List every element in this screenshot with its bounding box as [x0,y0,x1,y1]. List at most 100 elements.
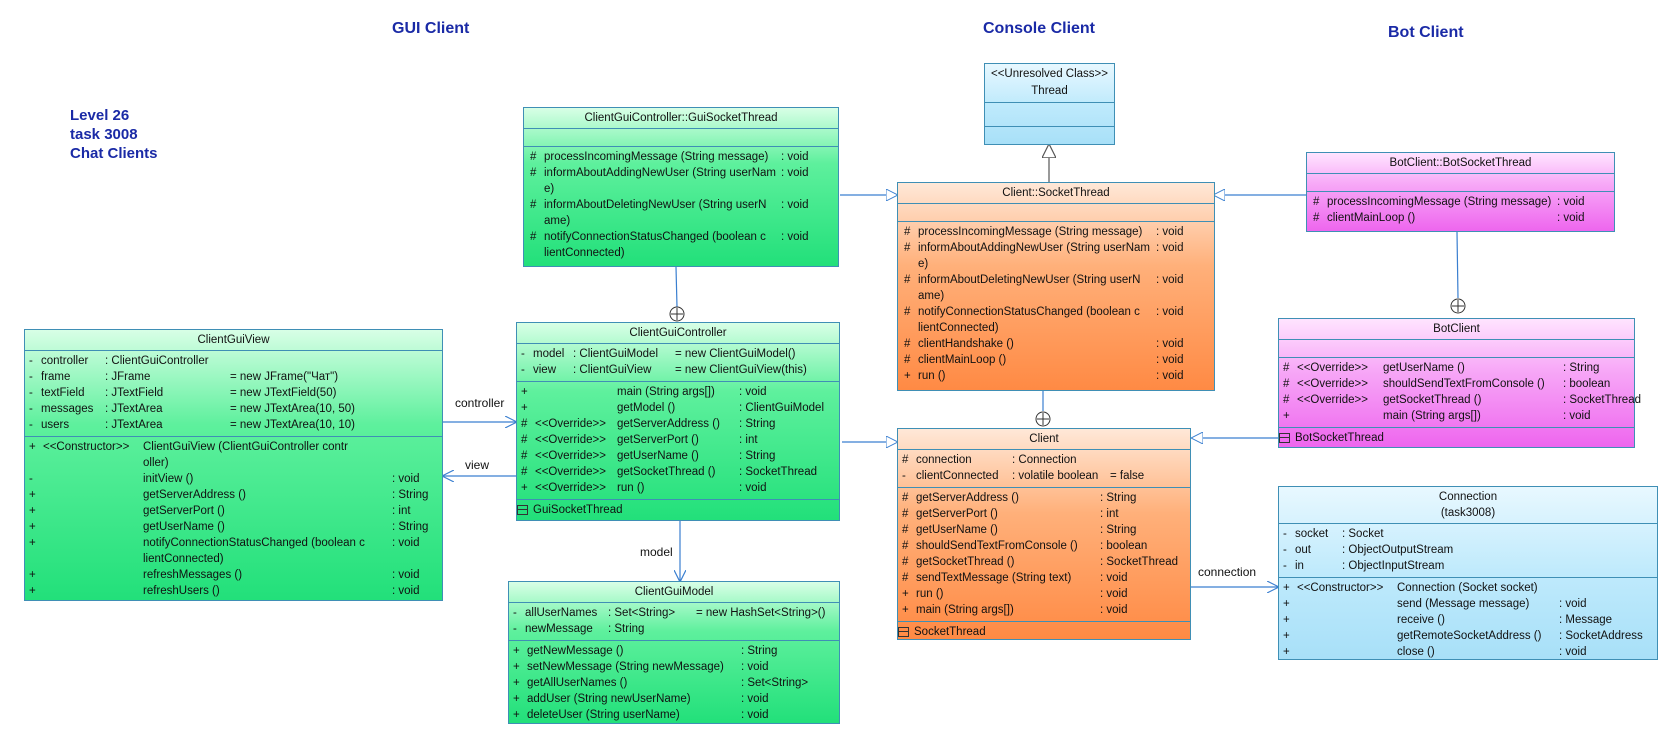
member-init: = new JTextField(50) [230,387,337,399]
member-st: <<Constructor>> [1297,582,1384,594]
member-row: #<<Override>>getServerAddress (): String [517,416,839,432]
member-row: +getServerPort (): int [25,503,442,519]
member-sig: initView () [143,473,194,485]
member-row: #<<Override>>getSocketThread (): SocketT… [517,464,839,480]
member-sig: informAboutDeletingNewUser (String userN… [544,199,767,227]
member-sig: setNewMessage (String newMessage) [527,661,724,673]
nested-class-name: SocketThread [914,626,986,638]
member-row: +getNewMessage (): String [509,643,839,659]
member-vis: + [513,645,520,657]
class-ops: +<<Constructor>>ClientGuiView (ClientGui… [25,437,442,602]
member-name: out [1295,544,1311,556]
class-ops: +main (String args[]): void+getModel ():… [517,382,839,500]
member-type: : JTextField [105,387,164,399]
member-ret: : SocketThread [739,466,817,478]
member-sig: getServerAddress () [916,492,1019,504]
nested-class-icon [898,627,909,637]
member-type: : ObjectInputStream [1342,560,1445,572]
member-row: #<<Override>>shouldSendTextFromConsole (… [1279,376,1634,392]
member-vis: + [1283,582,1290,594]
member-sig: informAboutAddingNewUser (String userNam… [544,167,777,195]
level-line: Level 26 [70,107,130,124]
member-sig: send (Message message) [1397,598,1530,610]
client-gui-controller-class[interactable]: ClientGuiController -model: ClientGuiMod… [516,322,840,521]
member-row: #<<Override>>getUserName (): String [1279,360,1634,376]
member-row: #getServerPort (): int [898,506,1190,522]
client-gui-view-class[interactable]: ClientGuiView -controller: ClientGuiCont… [24,329,443,601]
class-ops: # getServerAddress () : String #getServerPo… [898,488,1190,622]
member-ret: : boolean [1100,540,1148,552]
member-row: #<<Override>>getSocketThread (): SocketT… [1279,392,1641,408]
gui-socket-thread-class[interactable]: ClientGuiController::GuiSocketThread #pr… [523,107,839,267]
member-sig: clientHandshake () [918,338,1014,350]
class-ops: +getNewMessage (): String+ setNewMessage … [509,641,839,726]
member-row: -clientConnected: volatile boolean= fals… [898,468,1190,484]
member-ret: : String [1100,524,1137,536]
member-row: -allUserNames: Set<String>= new HashSet<… [509,605,839,621]
member-row: -socket: Socket [1279,526,1657,542]
member-vis: - [513,607,517,619]
member-row: #clientMainLoop (): void [1307,210,1614,226]
member-vis: # [902,572,909,584]
member-sig: notifyConnectionStatusChanged (boolean c… [918,306,1140,334]
member-ret: : void [781,167,809,179]
member-vis: - [1283,528,1287,540]
member-vis: + [29,585,36,597]
member-vis: + [521,482,528,494]
class-attrs [524,129,838,147]
member-ret: : void [739,482,767,494]
member-row: -controller: ClientGuiController [25,353,442,369]
member-name: in [1295,560,1304,572]
member-sig: sendTextMessage (String text) [916,572,1072,584]
member-vis: # [902,492,909,504]
member-vis: # [902,556,909,568]
member-ret: : SocketThread [1563,394,1641,406]
class-package: (task3008) [1440,507,1496,519]
member-st: <<Override>> [1297,394,1368,406]
member-row: +main (String args[]): void [898,602,1190,618]
bot-socket-thread-class[interactable]: BotClient::BotSocketThread # processIncom… [1306,152,1615,232]
class-title: Connection [1438,491,1498,503]
member-sig: run () [916,588,944,600]
member-row: #<<Override>>getServerPort (): int [517,432,839,448]
member-ret: : int [1100,508,1119,520]
member-sig: shouldSendTextFromConsole () [916,540,1078,552]
member-vis: # [521,418,528,430]
member-ret: : void [1156,226,1184,238]
member-ret: : void [392,569,420,581]
member-name: allUserNames [525,607,598,619]
member-ret: : String [1100,492,1137,504]
member-row: #connection: Connection [898,452,1190,468]
member-row: +main (String args[]): void [1279,408,1634,424]
member-row: +getServerAddress (): String [25,487,442,503]
member-sig: run () [617,482,645,494]
member-ret: : void [1156,370,1184,382]
member-sig: receive () [1397,614,1445,626]
class-title: BotClient::BotSocketThread [1307,153,1614,174]
thread-stereotype: <<Unresolved Class>> [991,68,1108,80]
member-sig: processIncomingMessage (String message) [1327,196,1552,208]
member-vis: # [902,454,909,466]
thread-class[interactable]: <<Unresolved Class>> Thread [984,63,1115,145]
class-title: BotClient [1279,319,1634,340]
member-ret: : int [739,434,758,446]
nested-class-icon [517,505,528,515]
member-vis: - [29,387,33,399]
member-row: #notifyConnectionStatusChanged (boolean … [898,304,1214,336]
member-row: #informAboutAddingNewUser (String userNa… [898,240,1214,272]
member-ret: : SocketThread [1100,556,1178,568]
member-vis: # [1313,212,1320,224]
member-sig: ClientGuiView (ClientGuiController contr… [143,441,348,469]
client-class[interactable]: Client #connection: Connection-clientCon… [897,428,1191,640]
connection-class[interactable]: Connection (task3008) -socket: Socket-ou… [1278,486,1658,660]
member-ret: : void [739,386,767,398]
client-socket-thread-class[interactable]: Client::SocketThread #processIncomingMes… [897,182,1215,391]
member-vis: + [29,569,36,581]
member-sig: getRemoteSocketAddress () [1397,630,1542,642]
member-init: = new ClientGuiView(this) [675,364,807,376]
member-name: newMessage [525,623,593,635]
member-sig: informAboutAddingNewUser (String userNam… [918,242,1151,270]
member-vis: - [29,473,33,485]
client-gui-model-class[interactable]: ClientGuiModel -allUserNames: Set<String… [508,581,840,724]
bot-client-class[interactable]: BotClient #<<Override>>getUserName (): S… [1278,318,1641,448]
